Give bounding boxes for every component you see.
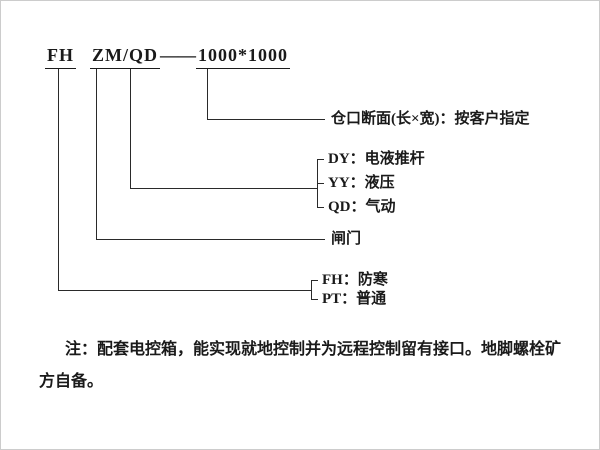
series-tick-2: [311, 299, 318, 300]
series-tick-1: [311, 280, 318, 281]
connector-prefix: [58, 290, 311, 291]
model-prefix: FH: [45, 45, 76, 69]
connector-size: [207, 119, 325, 120]
gate-label: 闸门: [331, 231, 362, 247]
drive-tick-3: [317, 207, 324, 208]
leader-line-prefix: [58, 69, 59, 290]
connector-gate: [96, 239, 325, 240]
note-line-1: 注：配套电控箱，能实现就地控制并为远程控制留有接口。地脚螺栓矿: [65, 341, 562, 358]
series-option-fh: FH：防寒: [322, 272, 388, 288]
connector-drive: [130, 188, 317, 189]
size-desc-label: 仓口断面(长×宽)：按客户指定: [331, 111, 530, 127]
note-line-2: 方自备。: [39, 373, 104, 390]
model-type: ZM/QD: [90, 45, 160, 69]
model-code: FH ZM/QD —— 1000*1000: [45, 45, 290, 69]
series-option-pt: PT：普通: [322, 291, 387, 307]
leader-line-size: [207, 69, 208, 119]
drive-tick-2: [317, 183, 324, 184]
model-size: 1000*1000: [196, 45, 290, 69]
leader-line-gate: [96, 69, 97, 239]
leader-line-drive: [130, 69, 131, 188]
series-bracket: [311, 280, 312, 299]
drive-tick-1: [317, 159, 324, 160]
model-dash: ——: [160, 45, 196, 65]
drive-option-qd: QD：气动: [328, 199, 396, 215]
drive-option-yy: YY：液压: [328, 175, 395, 191]
drive-option-dy: DY：电液推杆: [328, 151, 425, 167]
